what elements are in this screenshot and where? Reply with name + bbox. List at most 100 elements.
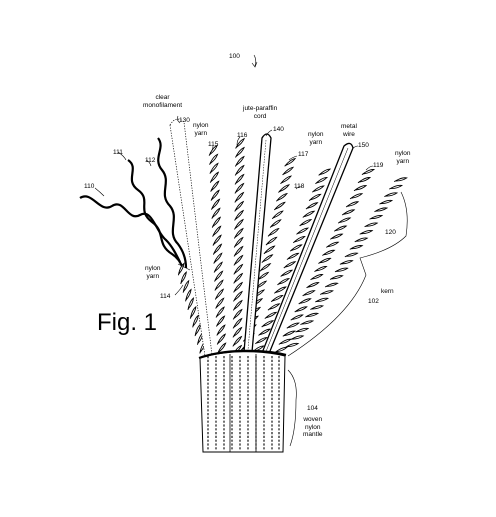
twist-segment — [234, 173, 245, 185]
twist-segment — [379, 199, 394, 205]
twist-segment — [211, 216, 222, 228]
nylon-yarn-118 — [251, 168, 332, 353]
ref-104: 104 — [307, 405, 318, 412]
twist-segment — [234, 218, 244, 230]
jute-paraffin-cord-inner — [247, 139, 267, 351]
twist-segment — [276, 192, 288, 202]
twist-segment — [263, 245, 276, 255]
twist-segment — [334, 267, 349, 273]
twist-segment — [233, 254, 244, 266]
ref-114: 114 — [160, 293, 171, 300]
twist-segment — [261, 254, 274, 263]
twist-segment — [354, 237, 369, 243]
ref-130: 130 — [179, 117, 190, 124]
twist-segment — [333, 225, 348, 232]
twist-segment — [305, 312, 320, 318]
twist-segment — [210, 189, 220, 201]
metal-wire-inner — [264, 147, 349, 355]
twist-segment — [234, 191, 245, 203]
twist-segment — [308, 193, 322, 201]
twist-segment — [209, 171, 220, 183]
twist-segment — [324, 282, 339, 288]
twist-segment — [274, 286, 287, 294]
twist-segment — [384, 192, 399, 198]
twist-segment — [359, 230, 374, 235]
twist-segment — [300, 320, 315, 325]
twist-segment — [255, 337, 268, 345]
twist-segment — [298, 298, 312, 305]
twist-segment — [274, 346, 289, 353]
twist-segment — [326, 241, 340, 248]
twist-segment — [212, 243, 223, 255]
ref-102: 102 — [368, 298, 379, 305]
ref-115: 115 — [208, 141, 219, 148]
twist-segment — [374, 207, 389, 213]
label-nylon-yarn-b: nylon yarn — [308, 131, 324, 146]
twist-segment — [210, 180, 220, 192]
twist-segment — [232, 335, 243, 347]
twist-segment — [277, 278, 291, 286]
nylon-yarn-116 — [232, 137, 246, 356]
twist-segment — [233, 281, 244, 293]
twist-segment — [280, 175, 293, 185]
twist-segment — [233, 236, 244, 248]
twist-segment — [337, 217, 352, 224]
twist-segment — [234, 209, 245, 221]
label-nylon-yarn-c: nylon yarn — [395, 150, 411, 165]
label-woven-nylon-mantle: woven nylon mantle — [303, 416, 323, 438]
leader-lines — [94, 54, 408, 447]
twist-segment — [369, 214, 384, 220]
twist-segment — [209, 162, 219, 174]
twist-segment — [267, 227, 280, 237]
ref-112: 112 — [145, 157, 156, 164]
twist-segment — [216, 333, 227, 345]
twist-segment — [311, 185, 325, 193]
ref-120: 120 — [385, 229, 396, 236]
twist-segment — [283, 261, 297, 269]
clear-monofilament — [169, 118, 213, 357]
twist-segment — [212, 234, 222, 246]
nylon-yarn-115 — [208, 144, 227, 354]
label-nylon-yarn-a: nylon yarn — [193, 122, 209, 137]
twist-segment — [357, 177, 372, 184]
metal-wire — [261, 142, 354, 357]
twist-segment — [293, 235, 306, 244]
twist-segment — [286, 252, 300, 260]
twist-segment — [232, 299, 243, 311]
twist-segment — [235, 146, 245, 158]
twist-segment — [211, 198, 221, 210]
nylon-yarn-120 — [285, 177, 408, 348]
twist-segment — [180, 271, 187, 285]
twist-segment — [270, 294, 284, 303]
twist-segment — [211, 207, 221, 219]
label-clear-monofilament: clear monofilament — [143, 94, 183, 109]
twist-segment — [296, 227, 310, 235]
twist-segment — [278, 184, 290, 193]
twist-segment — [310, 305, 325, 310]
twist-segment — [302, 210, 316, 218]
twist-segment — [182, 279, 190, 293]
twist-segment — [353, 185, 368, 192]
twist-segment — [234, 182, 245, 194]
twist-segment — [314, 297, 329, 303]
ref-110: 110 — [84, 183, 95, 190]
ref-140: 140 — [273, 126, 284, 133]
twist-segment — [302, 290, 316, 297]
twist-segment — [194, 323, 202, 337]
twist-segment — [232, 308, 243, 320]
twist-segment — [289, 244, 303, 252]
label-nylon-yarn-d: nylon yarn — [145, 265, 161, 280]
twist-segment — [265, 236, 278, 246]
twist-segment — [208, 144, 218, 156]
twist-segment — [213, 261, 223, 273]
twist-segment — [305, 202, 319, 210]
twist-segment — [235, 137, 246, 149]
twist-segment — [310, 274, 324, 281]
twist-segment — [269, 219, 282, 228]
fiber-111 — [127, 159, 183, 267]
twist-segment — [339, 260, 354, 265]
ref-119: 119 — [373, 162, 384, 169]
twist-segment — [215, 297, 225, 309]
twist-segment — [233, 290, 243, 302]
